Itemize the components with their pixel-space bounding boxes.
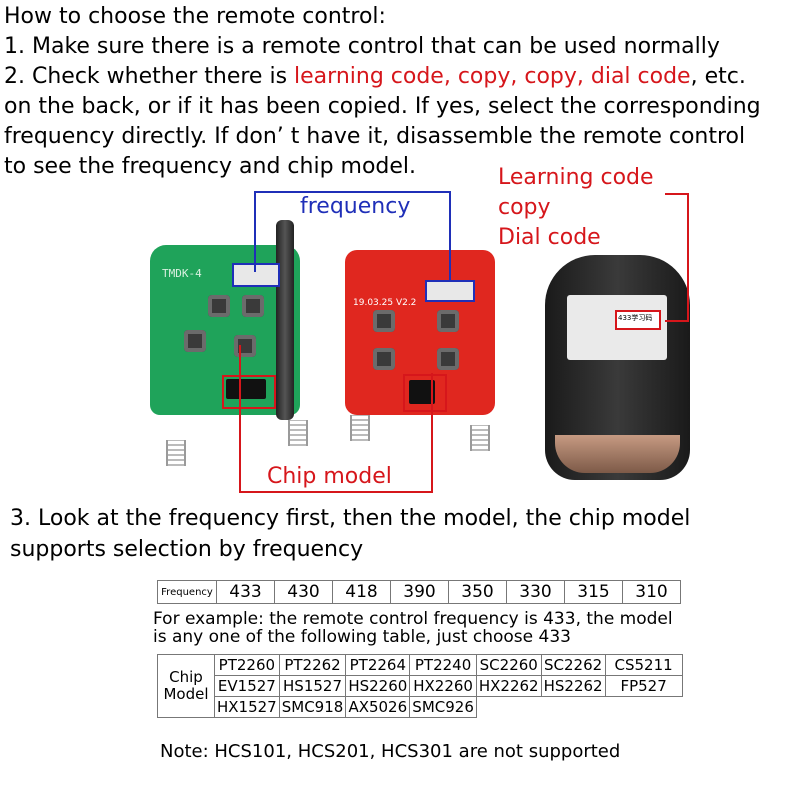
chip-cell: CS5211 [604,654,683,676]
board-button [373,310,395,332]
frequency-value: 433 [216,580,275,604]
example-line-1: For example: the remote control frequenc… [153,609,673,629]
dial-code-label: Dial code [498,225,601,250]
chip-cell: SMC926 [409,696,477,718]
board-button [437,348,459,370]
intro-step-2: 2. Check whether there is learning code,… [4,64,746,89]
frequency-callout-line [254,191,451,281]
chip-model-header: Chip Model [157,654,215,718]
code-labels: Learning code copy Dial code [498,163,654,253]
table-row: EV1527 HS1527 HS2260 HX2260 HX2262 HS226… [158,675,683,697]
antenna [276,220,294,420]
example-text: For example: the remote control frequenc… [153,610,673,646]
frequency-value: 390 [390,580,449,604]
chip-cell: FP527 [604,675,683,697]
chip [409,380,435,404]
chip-cell: SMC918 [278,696,347,718]
red-pcb: 19.03.25 V2.2 [345,250,495,415]
intro-step-1: 1. Make sure there is a remote control t… [4,34,720,59]
spring [350,415,370,441]
frequency-value: 310 [622,580,681,604]
step-3-text: 3. Look at the frequency first, then the… [10,503,690,565]
table-row: Frequency 433 430 418 390 350 330 315 31… [157,580,681,604]
chip [226,379,266,399]
note-text: Note: HCS101, HCS201, HCS301 are not sup… [160,741,621,762]
chip-cell: PT2264 [345,654,411,676]
step-3-line-1: 3. Look at the frequency first, then the… [10,506,691,531]
chip-cell: HX2260 [409,675,477,697]
chip-cell: HS2260 [345,675,411,697]
frequency-value: 350 [448,580,507,604]
frequency-header: Frequency [157,580,217,604]
remote-metal-base [555,435,680,473]
learning-code-label: Learning code [498,165,654,190]
example-line-2: is any one of the following table, just … [153,627,571,647]
frequency-value: 430 [274,580,333,604]
spring [470,425,490,451]
learning-code-callout-line [665,193,689,322]
spring [166,440,186,466]
chip-cell: HX1527 [214,696,280,718]
intro-title: How to choose the remote control: [4,4,386,29]
chip-cell [476,697,682,718]
chip-cell: HS2262 [540,675,606,697]
frequency-value: 418 [332,580,391,604]
frequency-value: 315 [564,580,623,604]
chip-box-red [403,374,447,412]
chip-cell: PT2260 [214,654,280,676]
remote-back: 433学习码 [545,255,690,480]
chip-cell: PT2240 [409,654,477,676]
chip-model-label: Chip model [267,464,392,489]
board-button [184,330,206,352]
board-button [373,348,395,370]
chip-model-table: Chip Model PT2260 PT2262 PT2264 PT2240 S… [157,654,683,718]
board-button [208,295,230,317]
board-button [437,310,459,332]
intro-step-2-line-4: to see the frequency and chip model. [4,154,417,179]
copy-label: copy [498,195,551,220]
intro-step-2-line-3: frequency directly. If don’ t have it, d… [4,124,746,149]
chip-cell: AX5026 [345,696,411,718]
intro-step-2-line-2: on the back, or if it has been copied. I… [4,94,761,119]
red-board-label: 19.03.25 V2.2 [353,298,417,308]
spring [288,420,308,446]
chip-cell: HS1527 [278,675,347,697]
remote-label-box [615,310,661,330]
chip-cell: SC2260 [475,654,542,676]
board-button [242,295,264,317]
green-board-label: TMDK-4 [162,267,202,280]
frequency-table: Frequency 433 430 418 390 350 330 315 31… [157,580,681,604]
chip-cell: EV1527 [214,675,280,697]
chip-cell: HX2262 [475,675,542,697]
chip-box-green [222,375,276,409]
table-row: Chip Model PT2260 PT2262 PT2264 PT2240 S… [157,654,683,718]
chip-model-callout-line [239,345,433,493]
chip-cell: PT2262 [278,654,347,676]
table-row: HX1527 SMC918 AX5026 SMC926 [158,696,683,718]
photo-area: TMDK-4 19.03.25 V2.2 433学习码 [140,185,700,495]
step-3-line-2: supports selection by frequency [10,537,364,562]
frequency-label: frequency [300,194,411,219]
intro-text: How to choose the remote control: 1. Mak… [4,2,761,182]
step-2-highlight: learning code, copy, copy, dial code [294,64,691,89]
remote-label-text: 433学习码 [618,314,653,322]
frequency-value: 330 [506,580,565,604]
chip-cell: SC2262 [540,654,606,676]
